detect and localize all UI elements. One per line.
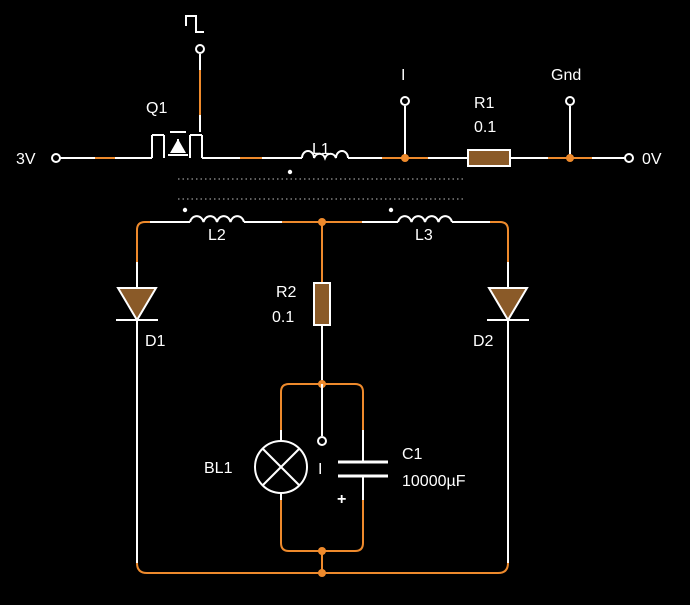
- label-r2-value: 0.1: [272, 309, 294, 326]
- label-r2-name: R2: [276, 284, 297, 301]
- label-0v: 0V: [642, 151, 662, 168]
- node-gnd: [566, 154, 574, 162]
- capacitor-c1[interactable]: [338, 460, 388, 478]
- label-probe-i: I: [401, 67, 405, 84]
- label-r1-value: 0.1: [474, 119, 496, 136]
- c1-polarity-mark: +: [337, 491, 346, 508]
- l2-polarity-dot: [182, 207, 188, 213]
- l3-polarity-dot: [388, 207, 394, 213]
- label-3v: 3V: [16, 151, 36, 168]
- mosfet-q1[interactable]: [151, 115, 203, 158]
- node-inner-bottom: [318, 547, 326, 555]
- pulse-icon: [185, 15, 204, 33]
- inductor-l2[interactable]: [189, 215, 245, 223]
- label-probe-i2: I: [318, 461, 322, 478]
- resistor-r1[interactable]: [467, 149, 511, 167]
- label-c1-name: C1: [402, 446, 423, 463]
- label-bl1: BL1: [204, 460, 233, 477]
- gnd-terminal[interactable]: [565, 96, 575, 106]
- l1-polarity-dot: [287, 169, 293, 175]
- label-l3: L3: [415, 227, 433, 244]
- secondary-rail: [136, 221, 509, 262]
- node-probe-i: [401, 154, 409, 162]
- probe-i2-terminal[interactable]: [317, 436, 327, 446]
- label-l1: L1: [312, 141, 330, 158]
- label-q1: Q1: [146, 100, 167, 117]
- inductor-l3[interactable]: [397, 215, 453, 223]
- label-r1-name: R1: [474, 95, 495, 112]
- probe-i-terminal[interactable]: [400, 96, 410, 106]
- label-d1: D1: [145, 333, 166, 350]
- label-l2: L2: [208, 227, 226, 244]
- diode-d1[interactable]: [116, 262, 158, 340]
- label-gnd: Gnd: [551, 67, 581, 84]
- terminal-3v[interactable]: [51, 153, 61, 163]
- gate-terminal[interactable]: [195, 44, 205, 54]
- terminal-0v[interactable]: [624, 153, 634, 163]
- label-d2: D2: [473, 333, 494, 350]
- label-c1-value: 10000µF: [402, 473, 466, 490]
- inductor-l1[interactable]: [301, 150, 349, 161]
- resistor-r2[interactable]: [313, 282, 331, 326]
- diode-d2[interactable]: [487, 262, 529, 340]
- lamp-bl1[interactable]: [254, 440, 308, 494]
